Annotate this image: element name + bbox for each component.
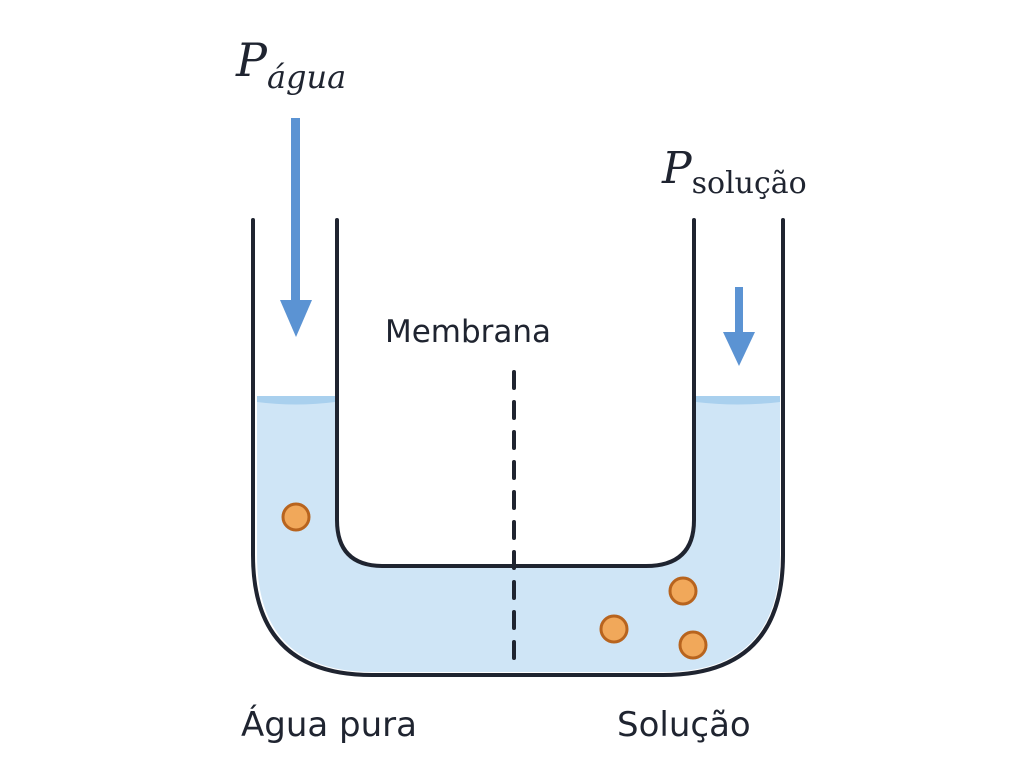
pressure-water-symbol: P: [235, 33, 268, 87]
pressure-solution-label: Psolução: [661, 143, 807, 201]
membrane-label: Membrana: [385, 314, 551, 350]
pure-water-label: Água pura: [241, 704, 417, 745]
solute-particle-icon: [678, 630, 708, 660]
solution-label: Solução: [617, 705, 751, 745]
pressure-water-label: Págua: [235, 33, 346, 96]
down-arrow-icon: [723, 287, 755, 366]
left-water-surface: [257, 396, 335, 405]
solute-particle-icon: [599, 614, 629, 644]
water-fill: [257, 398, 780, 672]
pressure-solution-symbol: P: [661, 143, 693, 194]
solute-particle-icon: [668, 576, 698, 606]
pressure-solution-subscript: solução: [692, 166, 807, 201]
tube-inner-wall: [335, 218, 696, 568]
solute-particle-icon: [281, 502, 311, 532]
down-arrow-icon: [280, 118, 312, 337]
tube-outer-wall: [251, 218, 785, 677]
right-water-surface: [696, 396, 780, 405]
pressure-water-subscript: água: [267, 58, 346, 96]
